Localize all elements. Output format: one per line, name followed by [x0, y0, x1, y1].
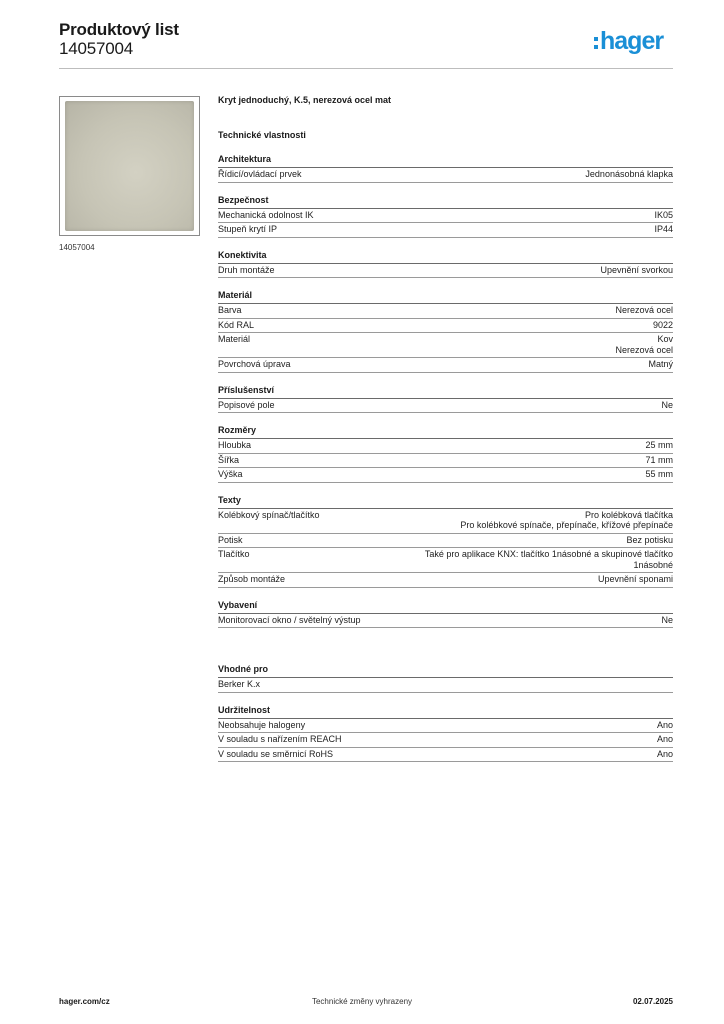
- spec-row: Monitorovací okno / světelný výstup Ne: [218, 614, 673, 628]
- spec-row: V souladu s nařízením REACH Ano: [218, 733, 673, 748]
- product-image-frame: [59, 96, 200, 236]
- logo-text: hager: [600, 27, 664, 55]
- spec-value: 9022: [652, 319, 673, 330]
- product-image: [65, 101, 194, 231]
- section-title: Texty: [218, 495, 673, 509]
- spec-value: IK05: [654, 209, 673, 220]
- section-title: Rozměry: [218, 425, 673, 439]
- footer-note: Technické změny vyhrazeny: [311, 997, 413, 1006]
- spec-label: Výška: [218, 469, 243, 479]
- spec-label: Kód RAL: [218, 319, 255, 330]
- footer-website: hager.com/cz: [59, 997, 110, 1006]
- spec-row: Mechanická odolnost IK IK05: [218, 209, 673, 223]
- section-title: Bezpečnost: [218, 195, 673, 209]
- page-title: Produktový list: [59, 20, 179, 39]
- spec-label: Šířka: [218, 454, 240, 465]
- section-title: Vybavení: [218, 600, 673, 614]
- specification-content: Kryt jednoduchý, K.5, nerezová ocel mat …: [218, 94, 673, 762]
- spec-value: Pro kolébková tlačítka Pro kolébkové spí…: [460, 509, 673, 531]
- footer-date: 02.07.2025: [632, 997, 673, 1006]
- spec-row: Druh montáže Upevnění svorkou: [218, 264, 673, 278]
- spec-value: Jednonásobná klapka: [585, 169, 673, 179]
- spec-value: Matný: [648, 359, 673, 369]
- spec-value: Nerezová ocel: [615, 305, 673, 315]
- spec-label: Hloubka: [218, 440, 252, 450]
- spec-row: Berker K.x: [218, 678, 673, 693]
- spec-row: Hloubka 25 mm: [218, 439, 673, 454]
- spec-label: Stupeň krytí IP: [218, 224, 278, 234]
- logo-colon-icon: [594, 36, 598, 50]
- spec-label: Tlačítko: [218, 549, 250, 559]
- spec-label: Monitorovací okno / světelný výstup: [218, 614, 361, 625]
- header-divider: [59, 68, 673, 69]
- section-suitable: Vhodné pro Berker K.x: [218, 664, 673, 693]
- spec-label: Berker K.x: [218, 679, 261, 689]
- spec-value: Ne: [661, 399, 673, 410]
- product-code: 14057004: [59, 39, 134, 58]
- section-title: Udržitelnost: [218, 705, 673, 719]
- spec-value: Také pro aplikace KNX: tlačítko 1násobné…: [424, 549, 673, 570]
- spec-row: Kód RAL 9022: [218, 319, 673, 333]
- spec-label: V souladu s nařízením REACH: [218, 734, 342, 744]
- spec-label: Neobsahuje halogeny: [218, 719, 306, 730]
- spec-label: Povrchová úprava: [218, 359, 291, 369]
- spec-row: Způsob montáže Upevnění sponami: [218, 573, 673, 588]
- spec-value: Upevnění svorkou: [600, 264, 673, 275]
- spec-value: 71 mm: [645, 454, 673, 465]
- spec-label: Materiál: [218, 334, 251, 344]
- spec-row: Materiál Kov Nerezová ocel: [218, 333, 673, 358]
- technical-properties-title: Technické vlastnosti: [218, 130, 306, 140]
- spec-label: Kolébkový spínač/tlačítko: [218, 509, 320, 520]
- spec-value: IP44: [654, 224, 673, 234]
- spec-value: Bez potisku: [626, 534, 673, 545]
- spec-row: Povrchová úprava Matný: [218, 358, 673, 373]
- spec-row: Potisk Bez potisku: [218, 534, 673, 548]
- spec-value: 25 mm: [645, 440, 673, 450]
- spec-value: Ano: [656, 719, 673, 730]
- section-title: Vhodné pro: [218, 664, 673, 678]
- spec-label: V souladu se směrnicí RoHS: [218, 748, 334, 759]
- spec-label: Řídicí/ovládací prvek: [218, 169, 302, 179]
- spec-value: Kov Nerezová ocel: [615, 334, 673, 355]
- section-title: Materiál: [218, 290, 673, 304]
- product-name: Kryt jednoduchý, K.5, nerezová ocel mat: [218, 95, 392, 105]
- spec-value: Ano: [656, 748, 673, 759]
- spec-value: 55 mm: [645, 469, 673, 479]
- spec-row: Řídicí/ovládací prvek Jednonásobná klapka: [218, 168, 673, 183]
- section-title: Konektivita: [218, 250, 673, 264]
- spec-row: V souladu se směrnicí RoHS Ano: [218, 748, 673, 762]
- spec-value: Ne: [661, 614, 673, 625]
- spec-value: Upevnění sponami: [597, 574, 673, 584]
- spec-row: Kolébkový spínač/tlačítko Pro kolébková t…: [218, 509, 673, 534]
- spec-row: Neobsahuje halogeny Ano: [218, 719, 673, 733]
- spec-row: Barva Nerezová ocel: [218, 304, 673, 319]
- section-title: Příslušenství: [218, 385, 673, 399]
- spec-label: Mechanická odolnost IK: [218, 209, 314, 220]
- spec-value: Ano: [656, 734, 673, 744]
- spec-label: Způsob montáže: [218, 574, 286, 584]
- spec-row: Tlačítko Také pro aplikace KNX: tlačítko …: [218, 548, 673, 573]
- spec-label: Popisové pole: [218, 399, 275, 410]
- spec-row: Popisové pole Ne: [218, 399, 673, 413]
- spec-row: Stupeň krytí IP IP44: [218, 223, 673, 238]
- spec-label: Potisk: [218, 534, 243, 545]
- spec-label: Barva: [218, 305, 242, 315]
- spec-row: Šířka 71 mm: [218, 454, 673, 468]
- section-title: Architektura: [218, 154, 673, 168]
- hager-logo: hager: [594, 27, 674, 57]
- spec-row: Výška 55 mm: [218, 468, 673, 483]
- product-image-caption: 14057004: [59, 243, 95, 252]
- spec-label: Druh montáže: [218, 264, 275, 275]
